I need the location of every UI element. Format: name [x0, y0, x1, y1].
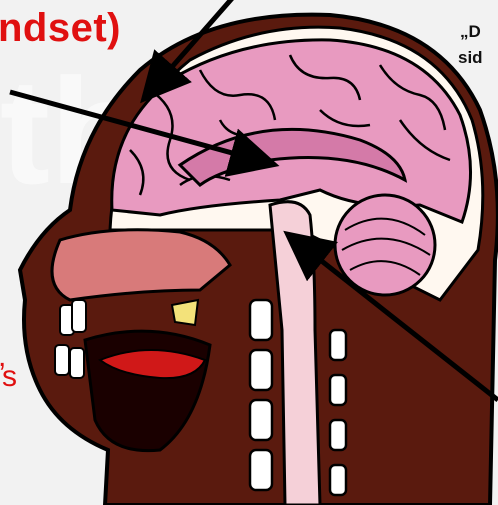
left-s-label: s [2, 360, 17, 394]
quote-label: „D [460, 22, 481, 42]
side-label: sid [458, 48, 483, 68]
tooth-yellow [172, 300, 198, 325]
mindset-label: ndset) [0, 6, 121, 51]
